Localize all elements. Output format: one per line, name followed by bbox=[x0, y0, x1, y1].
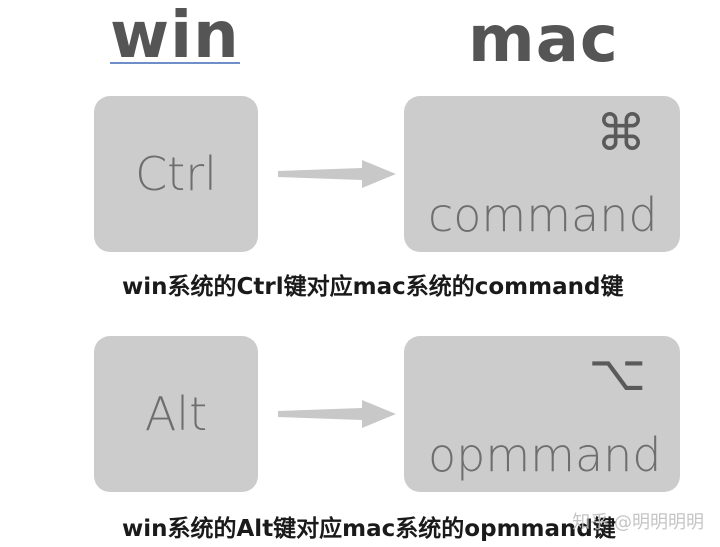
option-key: ⌥ opmmand bbox=[404, 336, 680, 492]
ctrl-key: Ctrl bbox=[94, 96, 258, 252]
watermark: 知乎 @明明明明 bbox=[572, 512, 704, 533]
alt-mapping-caption: win系统的Alt键对应mac系统的opmmand键 bbox=[122, 516, 616, 542]
ctrl-key-label: Ctrl bbox=[135, 147, 217, 201]
ctrl-mapping-caption: win系统的Ctrl键对应mac系统的command键 bbox=[122, 274, 624, 300]
option-symbol-icon: ⌥ bbox=[588, 344, 646, 402]
option-key-label: opmmand bbox=[428, 428, 662, 482]
alt-key: Alt bbox=[94, 336, 258, 492]
alt-key-label: Alt bbox=[144, 387, 208, 441]
mac-heading: mac bbox=[468, 3, 619, 77]
arrow-right-icon bbox=[278, 400, 396, 428]
command-key: ⌘ command bbox=[404, 96, 680, 252]
win-heading-underline bbox=[110, 62, 240, 64]
arrow-right-icon bbox=[278, 160, 396, 188]
command-key-label: command bbox=[428, 188, 658, 242]
win-heading: win bbox=[110, 0, 240, 73]
command-symbol-icon: ⌘ bbox=[596, 104, 646, 162]
